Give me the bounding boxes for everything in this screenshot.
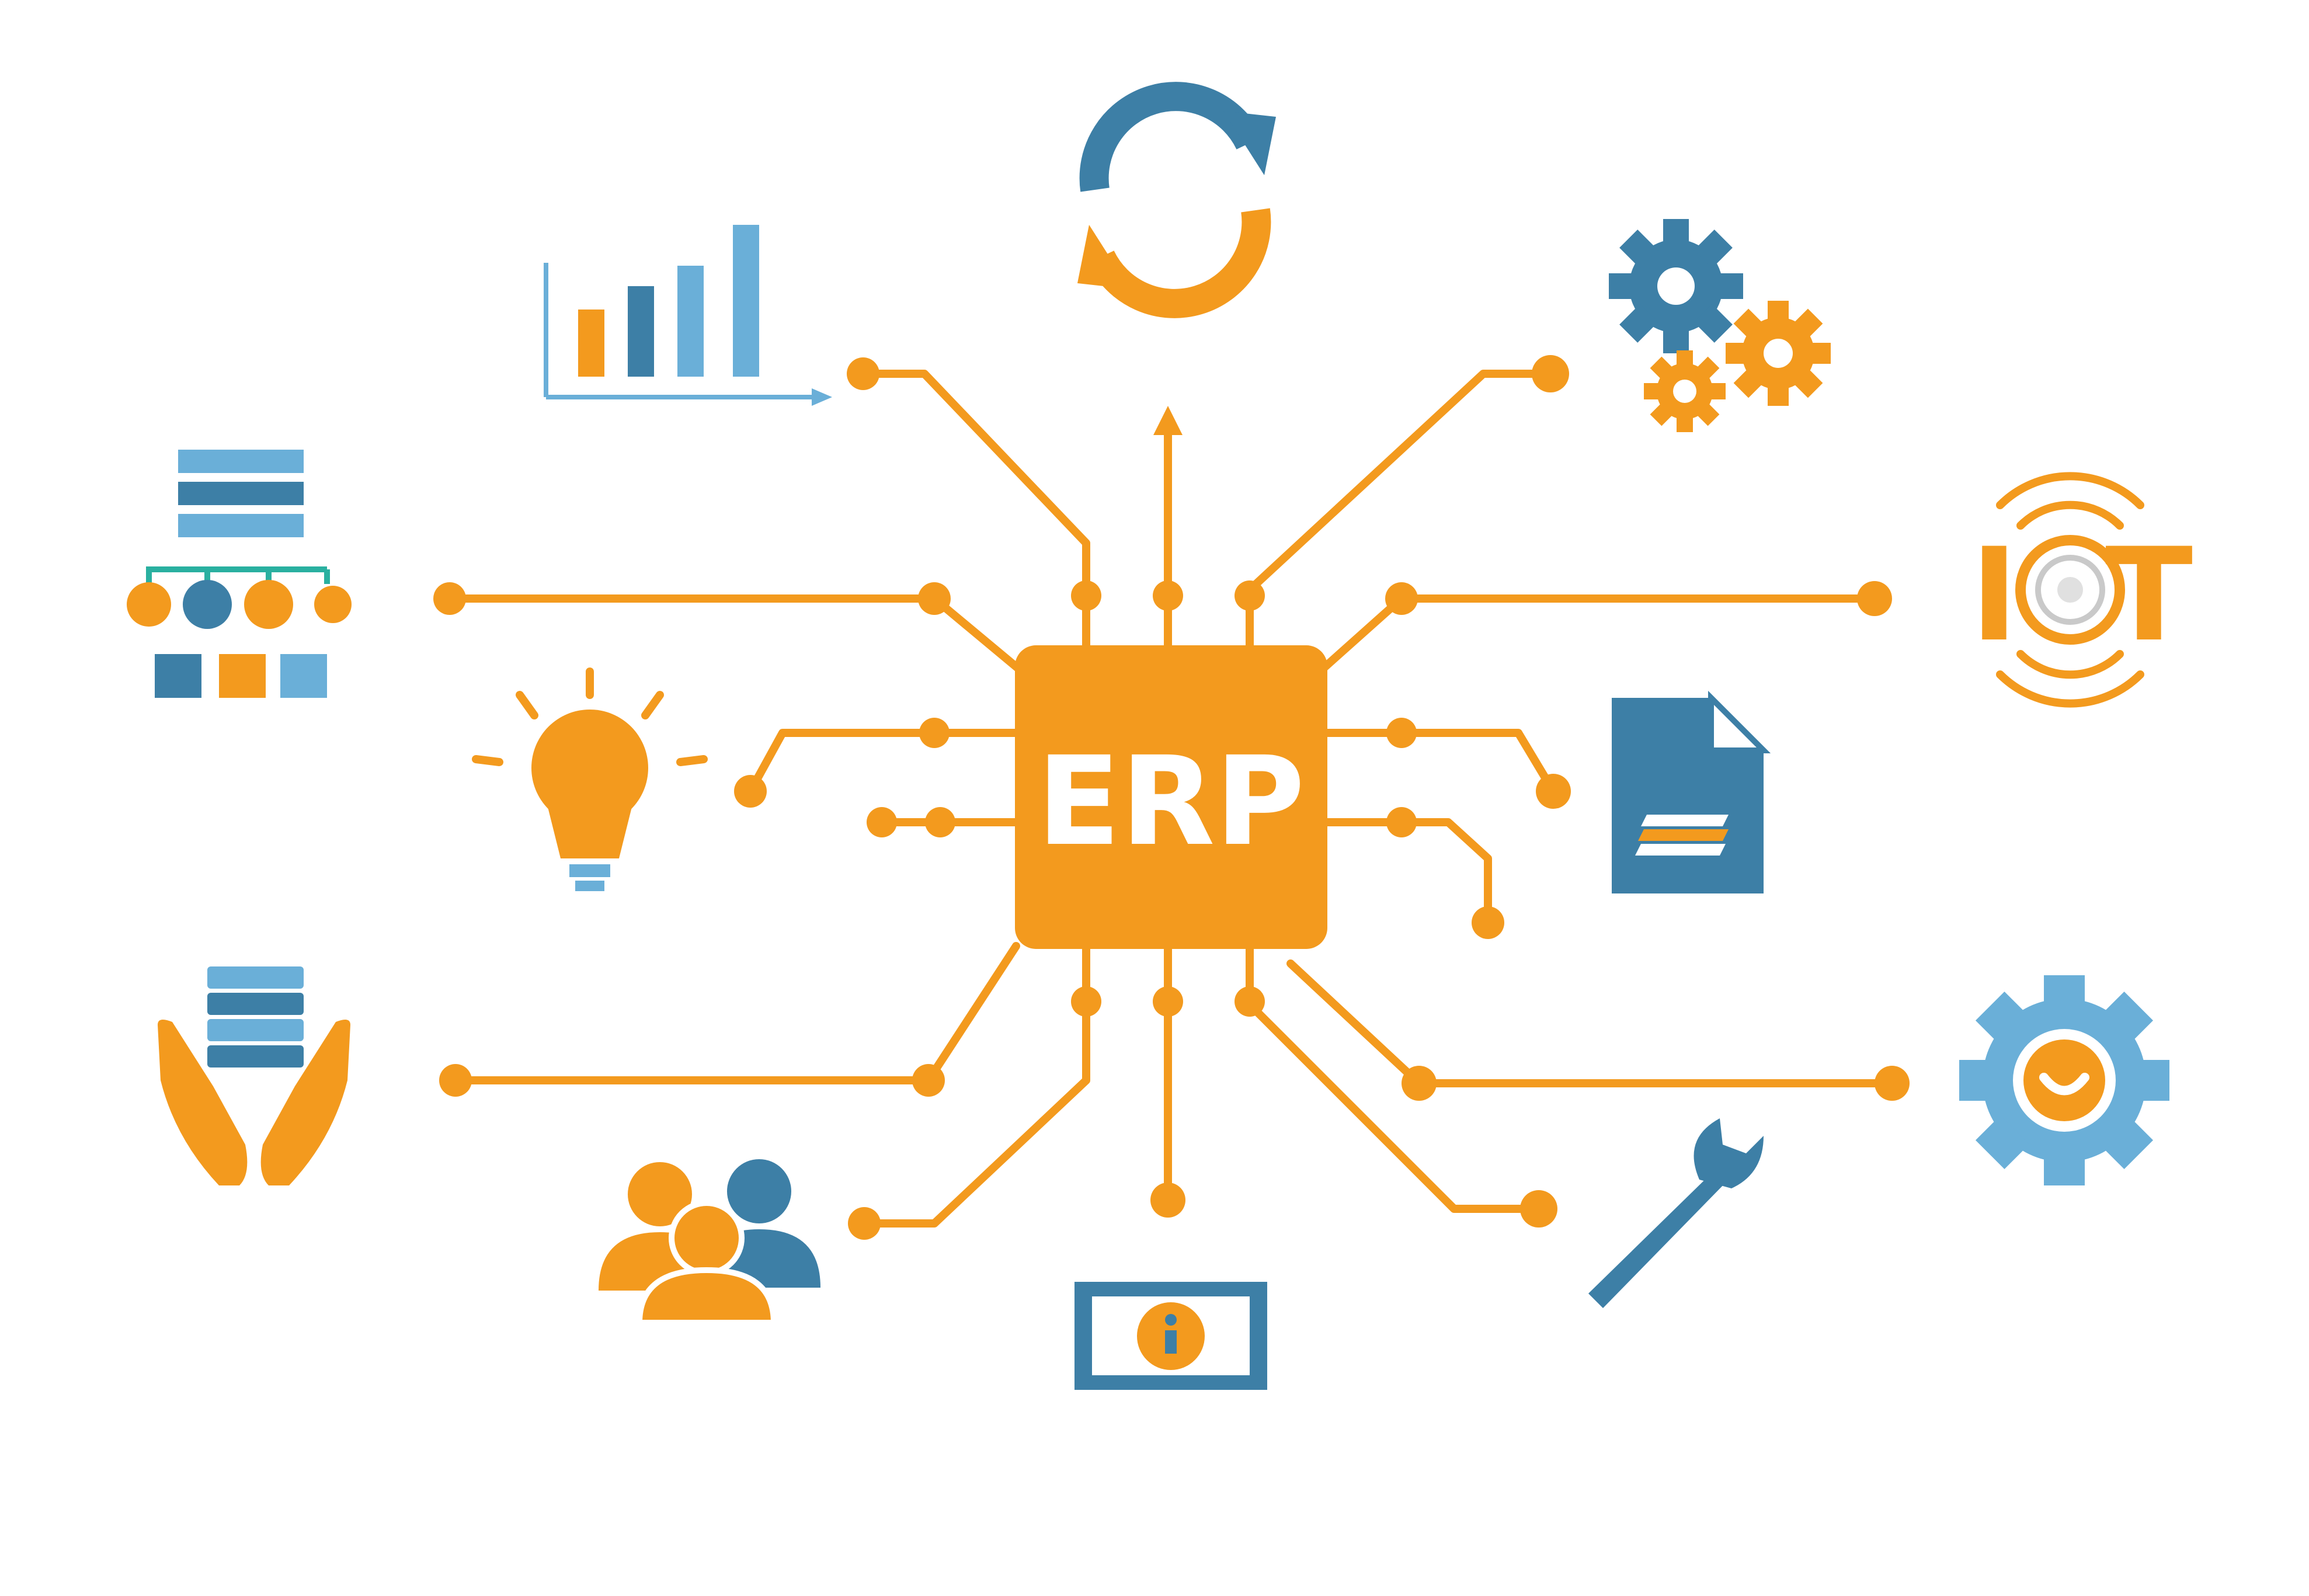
refresh-icon[interactable] (1077, 82, 1276, 318)
trace-bottom-3 (1246, 942, 1543, 1213)
users-icon[interactable] (599, 1159, 820, 1326)
trace-arrow-up-icon (1153, 406, 1183, 435)
erp-chip[interactable]: ERP (1015, 645, 1327, 949)
gear-smile-icon[interactable] (1959, 975, 2169, 1185)
trace-left-4 (451, 942, 1020, 1084)
trace-left-2 (746, 729, 1020, 795)
iot-letter-i: I (1970, 520, 2018, 670)
trace-top-left (859, 370, 1090, 649)
trace-top-right (1246, 370, 1555, 649)
money-icon[interactable] (1074, 1282, 1267, 1390)
database-hands-icon[interactable] (158, 966, 350, 1185)
trace-bottom-1 (860, 942, 1090, 1228)
org-chart-icon[interactable] (127, 450, 352, 698)
erp-chip-label: ERP (1037, 730, 1305, 873)
wrench-icon[interactable] (1588, 1118, 1764, 1308)
circuit-nodes (433, 355, 1910, 1240)
trace-right-4 (1286, 959, 1896, 1087)
bar-chart-icon[interactable] (544, 225, 832, 406)
iot-icon[interactable]: I T (1970, 472, 2193, 708)
gears-icon[interactable] (1609, 219, 1831, 432)
trace-right-3 (1316, 818, 1492, 927)
lightbulb-icon[interactable] (472, 667, 708, 891)
trace-right-2 (1316, 729, 1557, 795)
document-icon[interactable] (1612, 690, 1771, 893)
